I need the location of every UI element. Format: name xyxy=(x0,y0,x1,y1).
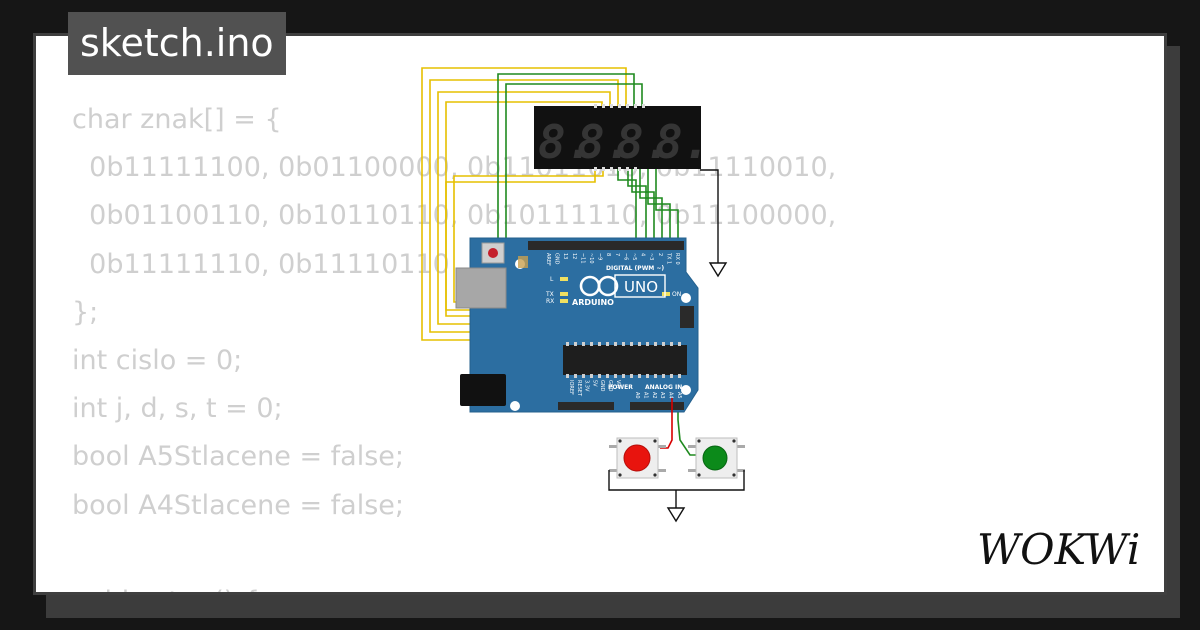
pin-label: 5V xyxy=(591,380,597,387)
wokwi-logo: WOKWi xyxy=(977,525,1140,574)
pin-label: ~9 xyxy=(597,253,603,260)
red-pushbutton[interactable] xyxy=(609,437,666,479)
analog-header xyxy=(630,402,684,410)
pin-label: 3.3V xyxy=(584,380,590,392)
code-line: int j, d, s, t = 0; xyxy=(72,393,283,425)
pin-label: GND xyxy=(607,380,613,392)
pin-label: 13 xyxy=(562,253,568,259)
ground-wire-buttons xyxy=(608,470,745,523)
code-line: }; xyxy=(72,296,99,328)
code-background: char znak[] = { 0b11111100, 0b01100000, … xyxy=(72,96,837,592)
digit-3: 8. xyxy=(616,115,671,169)
file-tab: sketch.ino xyxy=(68,12,286,75)
pin-label: ~6 xyxy=(622,253,628,260)
digit-1: 8. xyxy=(538,115,593,169)
led-label-rx: RX xyxy=(546,298,554,305)
arduino-logo-icon xyxy=(579,275,619,297)
digital-label: DIGITAL (PWM ~) xyxy=(606,265,664,272)
pin-label: ~10 xyxy=(588,253,594,264)
pin-label: A5 xyxy=(676,392,682,399)
analog-label: ANALOG IN xyxy=(645,384,682,391)
pin-label: IOREF xyxy=(568,380,574,395)
microcontroller-chip xyxy=(563,345,687,375)
led-label-l: L xyxy=(550,276,554,283)
pin-label: RX 0 xyxy=(674,253,680,265)
pin-label: GND xyxy=(599,380,605,392)
ground-wire-display xyxy=(700,169,728,278)
green-pushbutton[interactable] xyxy=(688,437,745,479)
arduino-uno-board: UNO ARDUINO DIGITAL (PWM ~) POWER ANALOG… xyxy=(455,237,699,413)
pin-label: ~3 xyxy=(648,253,654,260)
led-label-tx: TX xyxy=(545,291,554,298)
pin-label: 7 xyxy=(614,253,620,256)
usb-connector xyxy=(455,267,507,309)
pin-label: TX 1 xyxy=(665,252,671,264)
led-label-on: ON xyxy=(672,291,681,298)
pin-label: ~5 xyxy=(631,253,637,260)
pin-label: 8 xyxy=(605,253,611,256)
digital-header xyxy=(528,241,684,250)
pin-label: 2 xyxy=(657,253,663,256)
pin-label: RESET xyxy=(576,380,582,397)
seven-segment-display: 8. 8. 8. 8. xyxy=(534,104,710,171)
pin-label: A2 xyxy=(651,392,657,399)
code-line: void setup() { xyxy=(72,586,260,592)
code-line: 0b01100110, 0b10110110, 0b10111110, 0b11… xyxy=(72,200,837,232)
pin-label: GND xyxy=(554,253,560,265)
svg-text:WOKWi: WOKWi xyxy=(977,525,1140,574)
pin-label: A1 xyxy=(642,392,648,399)
pin-label: A4 xyxy=(668,392,674,399)
pin-label: A0 xyxy=(634,392,640,399)
pin-label: A3 xyxy=(659,392,665,399)
pin-label: Vin xyxy=(615,380,621,388)
digit-2: 8. xyxy=(577,115,632,169)
code-line: char znak[] = { xyxy=(72,104,282,135)
power-header xyxy=(558,402,614,410)
power-label: POWER xyxy=(608,384,633,391)
pin-label: AREF xyxy=(545,253,551,266)
board-model-label: UNO xyxy=(624,278,658,296)
pin-label: ~11 xyxy=(579,253,585,264)
digit-4: 8. xyxy=(655,115,710,169)
pin-label: 4 xyxy=(640,253,646,256)
pin-label: 12 xyxy=(571,253,577,259)
code-line: bool A4Stlacene = false; xyxy=(72,489,404,521)
board-brand-label: ARDUINO xyxy=(572,298,614,307)
code-line: int cislo = 0; xyxy=(72,345,243,377)
power-jack xyxy=(460,374,506,406)
code-line: bool A5Stlacene = false; xyxy=(72,441,404,473)
